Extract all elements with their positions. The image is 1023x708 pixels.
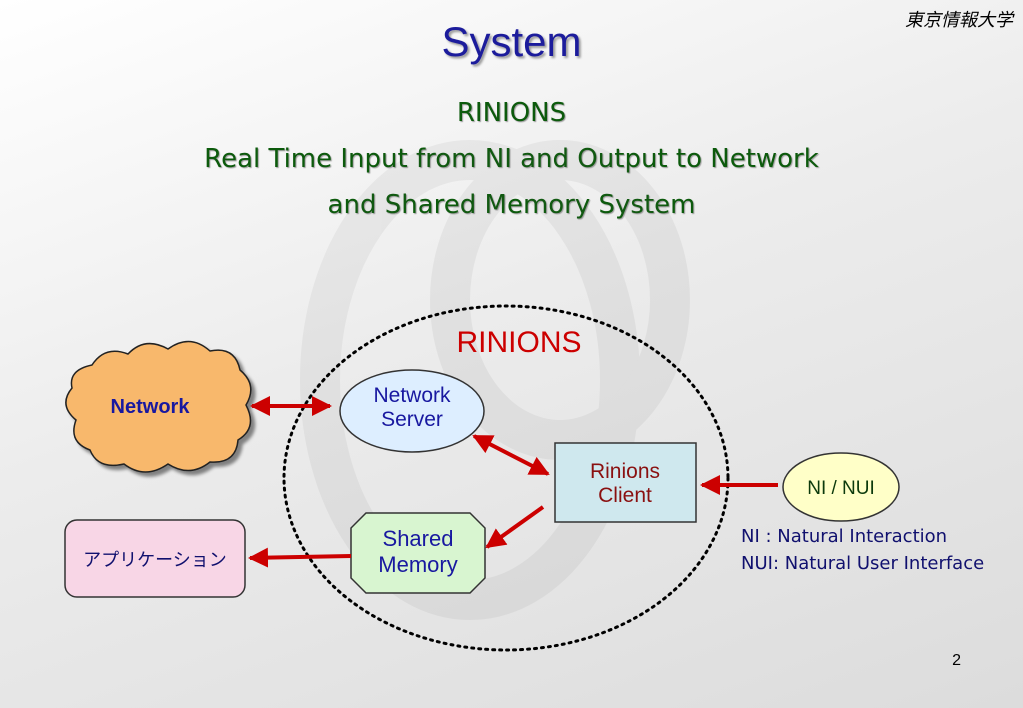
- shared-memory-label-line1: Shared: [383, 526, 454, 551]
- ni-nui-label: NI / NUI: [807, 478, 875, 499]
- legend-nui: NUI: Natural User Interface: [741, 553, 985, 574]
- ni-nui-node: [782, 452, 900, 522]
- application-node: [64, 519, 246, 598]
- arrow-server-client: [472, 434, 550, 476]
- rinions-client-label-line2: Client: [598, 484, 652, 507]
- rinions-boundary: [282, 304, 730, 652]
- page-number: 2: [952, 652, 961, 669]
- rinions-boundary-label: RINIONS: [456, 326, 581, 359]
- arrow-client-to-memory: [485, 505, 545, 549]
- rinions-client-label-line1: Rinions: [590, 460, 660, 483]
- subtitle-expansion-line1: Real Time Input from NI and Output to Ne…: [204, 144, 819, 174]
- network-cloud: [65, 340, 252, 473]
- shared-memory-node: [350, 512, 486, 594]
- network-label: Network: [111, 396, 191, 418]
- legend-ni: NI : Natural Interaction: [741, 526, 948, 547]
- shared-memory-label-line2: Memory: [378, 552, 457, 577]
- network-server-node: [339, 369, 485, 453]
- rinions-client-node: [554, 442, 697, 523]
- watermark-logo: [300, 140, 690, 620]
- subtitle-expansion-line2: and Shared Memory System: [327, 190, 696, 220]
- arrow-memory-to-application: [248, 547, 352, 568]
- network-server-label-line1: Network: [373, 384, 451, 407]
- university-name: 東京情報大学: [905, 10, 1013, 30]
- application-label: アプリケーション: [83, 550, 227, 571]
- slide-title: System: [441, 18, 582, 65]
- subtitle-acronym: RINIONS: [456, 98, 567, 128]
- network-server-label-line2: Server: [381, 408, 443, 431]
